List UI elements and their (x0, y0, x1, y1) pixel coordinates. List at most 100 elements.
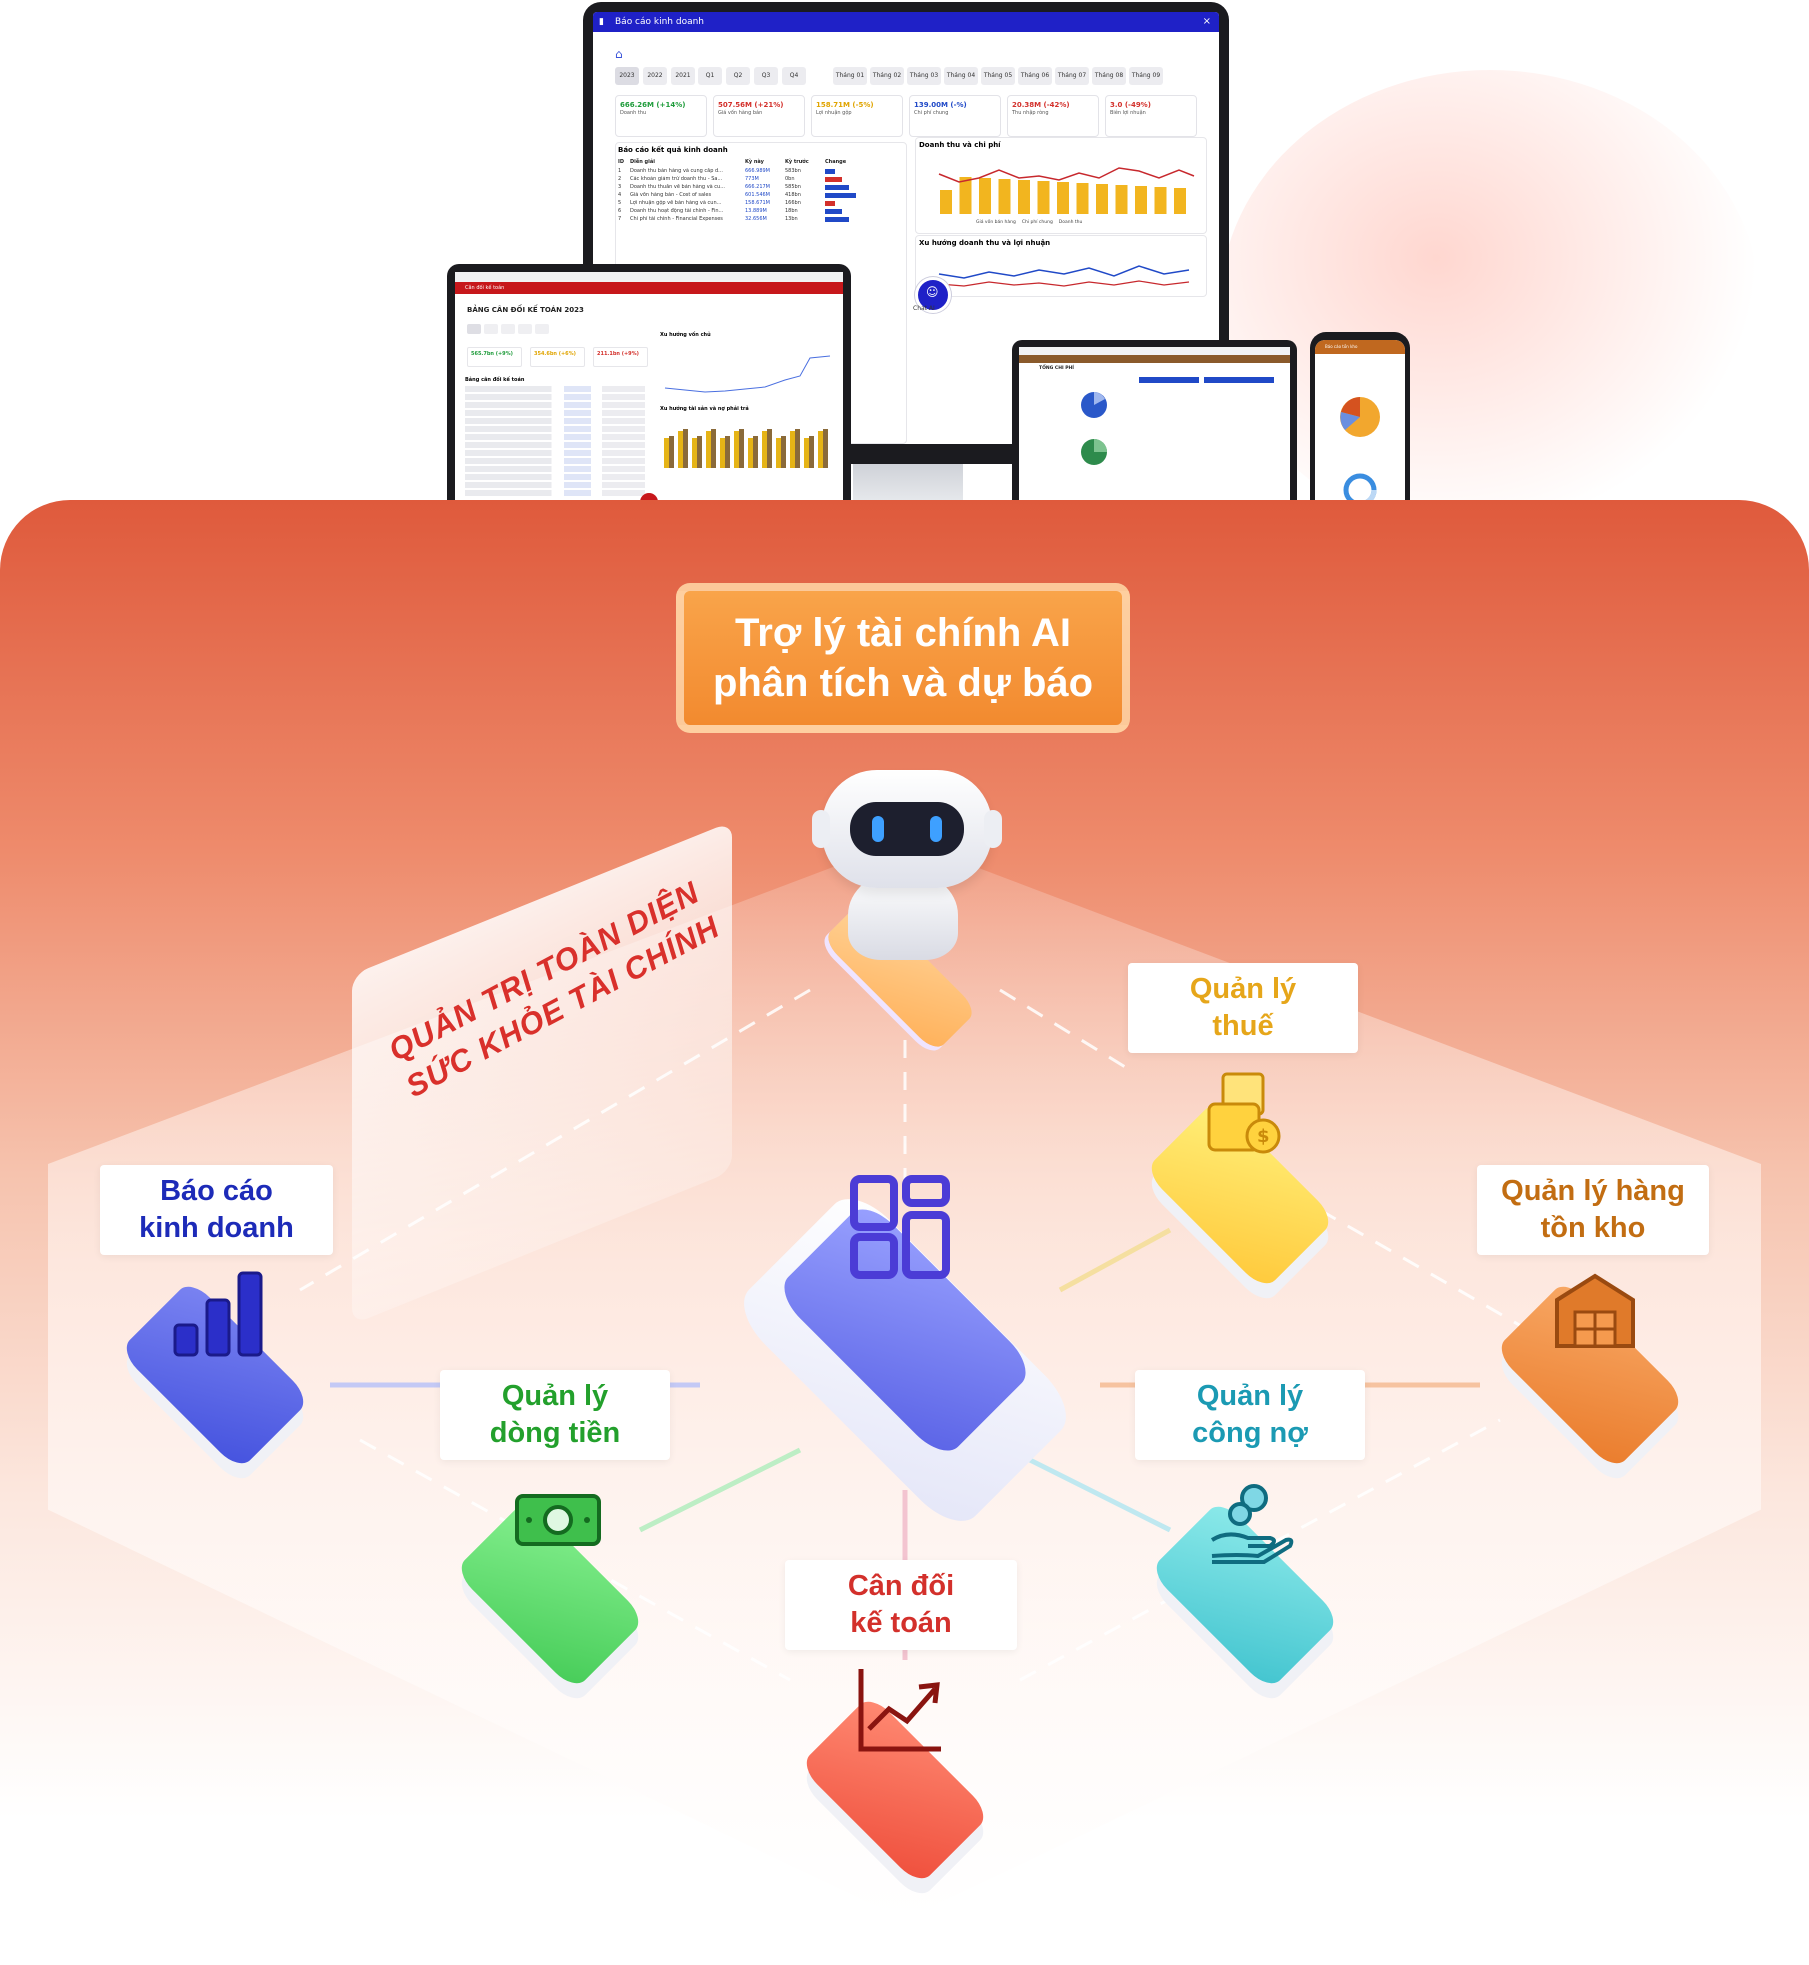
kpi-value: 666.26M (+14%) (620, 101, 686, 109)
table-cell: Doanh thu thuần về bán hàng và cu... (630, 184, 725, 190)
module-tile-business-report[interactable] (90, 1250, 350, 1487)
month-pill[interactable]: Tháng 04 (944, 67, 978, 85)
quarter-pill[interactable]: Q3 (754, 67, 778, 85)
year-pill[interactable]: 2022 (643, 67, 667, 85)
year-pill[interactable] (535, 324, 549, 334)
module-tile-tax[interactable]: $ (1115, 1070, 1375, 1307)
year-filter (467, 324, 549, 334)
table-row[interactable] (465, 466, 645, 472)
table-row[interactable] (465, 474, 645, 480)
month-pill[interactable]: Tháng 08 (1092, 67, 1126, 85)
legend-item: Doanh thu (1058, 220, 1083, 225)
report-header-row: ID Diễn giải Kỳ này Kỳ trước Change (616, 157, 906, 167)
bar (959, 177, 972, 214)
month-pill[interactable]: Tháng 02 (870, 67, 904, 85)
table-cell: 585bn (785, 184, 801, 190)
app-title: Cân đối kế toán (465, 285, 505, 291)
year-pill[interactable] (484, 324, 498, 334)
chat-ai-button[interactable]: ☺ (915, 277, 951, 313)
module-label-business-report[interactable]: Báo cáo kinh doanh (100, 1165, 333, 1255)
pie-chart-orange (1340, 397, 1380, 437)
bar-series (940, 177, 1186, 214)
table-row[interactable] (465, 450, 645, 456)
quarter-pill[interactable]: Q4 (782, 67, 806, 85)
year-pill[interactable] (501, 324, 515, 334)
table-row[interactable] (465, 426, 645, 432)
table-row[interactable] (465, 386, 645, 392)
revenue-line (938, 167, 1195, 183)
phone-title-bar: Báo cáo tồn kho (1315, 340, 1405, 354)
module-tile-cashflow[interactable] (425, 1470, 685, 1707)
kpi-card: 20.38M (-42%) Thu nhập ròng (1007, 95, 1099, 137)
pie-slice (1094, 439, 1107, 452)
month-pill[interactable]: Tháng 07 (1055, 67, 1089, 85)
year-pill[interactable] (518, 324, 532, 334)
quarter-pill[interactable]: Q2 (726, 67, 750, 85)
report-title: Báo cáo kết quả kinh doanh (618, 146, 728, 154)
table-cell: 666.989M (745, 168, 770, 174)
table-title: Bảng cân đối kế toán (465, 377, 525, 383)
pie-slice (1340, 412, 1360, 430)
quarter-filter: Q1 Q2 Q3 Q4 (698, 67, 806, 85)
asset-liability-chart (664, 429, 828, 468)
module-label-inventory[interactable]: Quản lý hàng tồn kho (1477, 1165, 1709, 1255)
change-bar (825, 209, 842, 214)
robot-icon: ☺ (926, 285, 939, 299)
bar (753, 436, 758, 468)
module-label-line: Báo cáo (160, 1175, 273, 1207)
module-tile-debt[interactable] (1120, 1470, 1380, 1707)
table-header (1204, 377, 1274, 383)
module-tile-balance-sheet[interactable] (770, 1665, 1030, 1902)
revenue-cost-chart (938, 167, 1195, 214)
kpi-card: 666.26M (+14%) Doanh thu (615, 95, 707, 137)
year-pill[interactable] (467, 324, 481, 334)
chart-title: Doanh thu và chi phí (919, 141, 1001, 149)
month-pill[interactable]: Tháng 05 (981, 67, 1015, 85)
balance-table (465, 386, 645, 498)
table-row[interactable] (465, 482, 645, 488)
table-row[interactable] (465, 418, 645, 424)
module-label-line: Quản lý (501, 1380, 609, 1412)
close-icon[interactable]: × (1202, 16, 1211, 27)
col-header: Kỳ này (745, 159, 764, 165)
module-label-line: dòng tiền (489, 1417, 621, 1449)
table-cell: 4 (618, 192, 622, 198)
year-pill[interactable]: 2023 (615, 67, 639, 85)
robot-head (812, 770, 1002, 888)
table-row[interactable] (465, 402, 645, 408)
change-bar (825, 177, 842, 182)
month-pill[interactable]: Tháng 09 (1129, 67, 1163, 85)
quarter-pill[interactable]: Q1 (698, 67, 722, 85)
robot-ear (812, 810, 830, 848)
module-label-cashflow[interactable]: Quản lý dòng tiền (440, 1370, 670, 1460)
table-cell: 3 (618, 184, 622, 190)
home-icon[interactable]: ⌂ (615, 47, 623, 61)
month-pill[interactable]: Tháng 01 (833, 67, 867, 85)
month-pill[interactable]: Tháng 03 (907, 67, 941, 85)
module-label-balance-sheet[interactable]: Cân đối kế toán (785, 1560, 1017, 1650)
year-pill[interactable]: 2021 (671, 67, 695, 85)
table-row[interactable] (465, 394, 645, 400)
table-row[interactable] (465, 434, 645, 440)
table-row[interactable] (465, 490, 645, 496)
growth-chart-icon (858, 1669, 941, 1752)
bar (734, 431, 739, 468)
table-row[interactable] (465, 410, 645, 416)
module-tile-inventory[interactable] (1465, 1250, 1725, 1487)
module-label-tax[interactable]: Quản lý thuế (1128, 963, 1358, 1053)
bar (706, 431, 711, 468)
bar (804, 438, 809, 468)
banner-line-1: Trợ lý tài chính AI (735, 611, 1071, 655)
table-row[interactable] (465, 458, 645, 464)
month-pill[interactable]: Tháng 06 (1018, 67, 1052, 85)
table-row[interactable] (465, 442, 645, 448)
module-label-debt[interactable]: Quản lý công nợ (1135, 1370, 1365, 1460)
